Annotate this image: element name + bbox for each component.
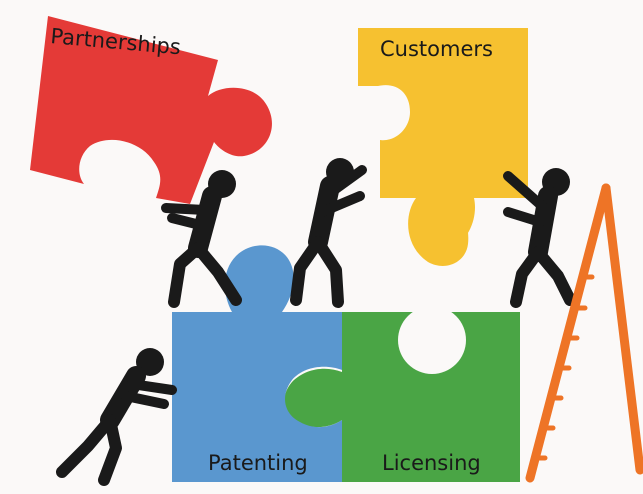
figure-on-right — [503, 168, 576, 308]
patenting-label: Patenting — [208, 451, 308, 475]
patenting-piece-shape — [172, 245, 342, 482]
customers-piece-shape — [358, 28, 528, 253]
puzzle-piece-customers: Customers — [358, 28, 528, 266]
puzzle-piece-partnerships: Partnerships — [30, 16, 272, 204]
figure-pushing-red-piece — [161, 170, 242, 308]
ladder-rungs — [532, 274, 595, 461]
licensing-label: Licensing — [382, 451, 481, 475]
puzzle-piece-licensing: Licensing — [284, 306, 520, 482]
customers-piece-knob — [408, 198, 469, 266]
partnerships-piece-shape — [30, 16, 272, 204]
ladder — [525, 183, 643, 483]
customers-label: Customers — [380, 37, 493, 61]
ladder-rail-right — [601, 183, 643, 475]
puzzle-piece-patenting: Patenting — [172, 245, 342, 482]
figure-pushing-blue-piece — [56, 348, 177, 486]
figure-pushing-yellow-piece — [290, 158, 367, 308]
licensing-piece-notch — [398, 306, 466, 374]
